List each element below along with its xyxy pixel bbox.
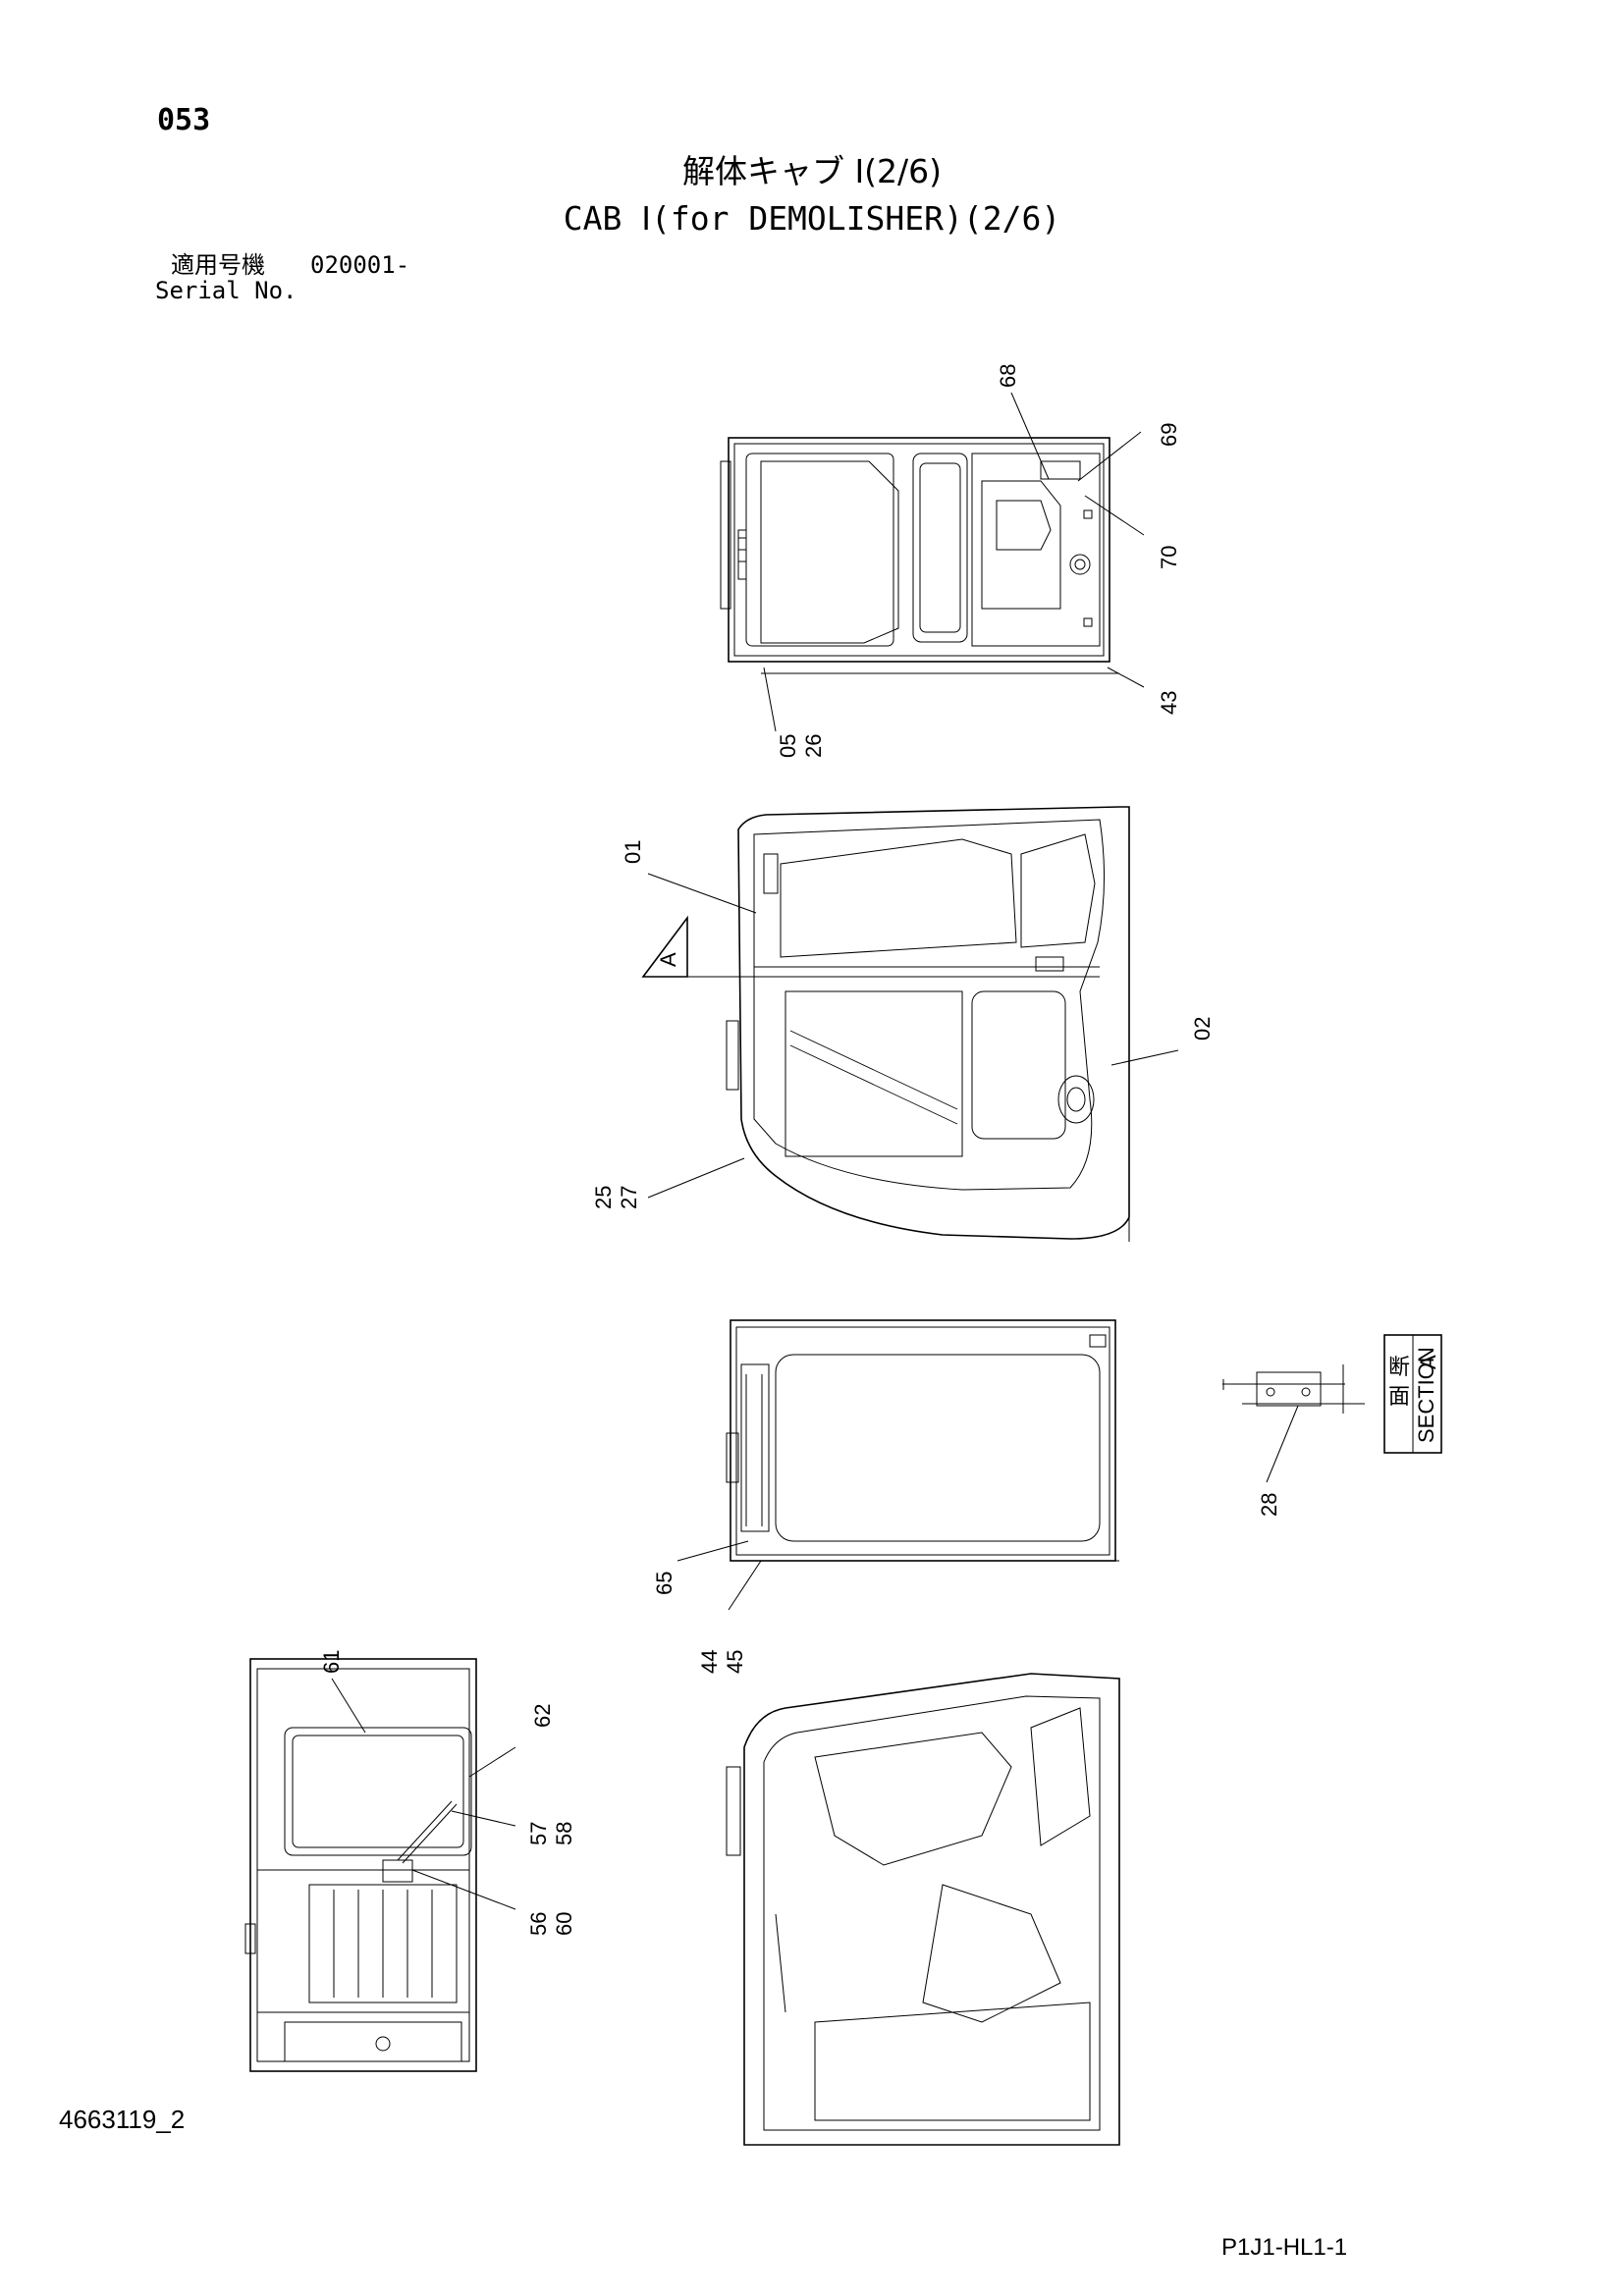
section-a-marker: A [641,915,785,978]
cab-interior-view [726,1673,1120,2146]
cab-rear-view [726,1319,1119,1562]
callout-25: 25 [591,1186,616,1209]
callout-45: 45 [723,1650,747,1674]
cab-side-view [726,806,1130,1242]
serial-label-japanese: 適用号機 [171,251,265,279]
callout-70: 70 [1157,546,1181,569]
section-box-jp-2: 面 [1388,1384,1410,1409]
title-english: CAB Ⅰ(for DEMOLISHER)(2/6) [563,199,1061,238]
callout-57: 57 [526,1822,551,1845]
callout-56: 56 [526,1912,551,1936]
section-a-detail [1222,1364,1365,1414]
section-box-jp-1: 断 [1388,1355,1410,1379]
cab-top-view [720,437,1119,674]
leader-lines [331,392,1299,1910]
callout-28: 28 [1257,1493,1281,1517]
section-a-label-box: 断 面 SECTION A [1383,1334,1442,1454]
serial-label-english: Serial No. [155,277,298,304]
serial-number: 020001- [310,251,410,279]
section-box-letter: A [1416,1355,1440,1369]
callout-58: 58 [552,1822,576,1845]
callout-61: 61 [319,1650,344,1674]
page-number: 053 [157,103,211,137]
callout-65: 65 [652,1572,677,1595]
callout-43: 43 [1157,691,1181,715]
cab-front-view [244,1658,477,2072]
callout-01: 01 [621,840,645,864]
callout-27: 27 [617,1186,641,1209]
document-id: 4663119_2 [59,2105,186,2134]
callout-62: 62 [530,1704,555,1728]
section-marker-letter: A [656,952,680,967]
callout-44: 44 [697,1650,722,1674]
section-box-en: SECTION [1414,1347,1438,1443]
callout-labels: 68 69 70 43 05 26 01 02 25 27 65 44 45 2… [319,364,1281,1936]
title-japanese: 解体キャブ Ⅰ(2/6) [681,152,943,190]
callout-60: 60 [552,1912,576,1936]
sheet-code: P1J1-HL1-1 [1221,2234,1348,2261]
callout-68: 68 [996,364,1020,388]
callout-26: 26 [801,734,826,758]
callout-05: 05 [776,734,800,758]
callout-69: 69 [1157,423,1181,447]
callout-02: 02 [1190,1017,1215,1041]
